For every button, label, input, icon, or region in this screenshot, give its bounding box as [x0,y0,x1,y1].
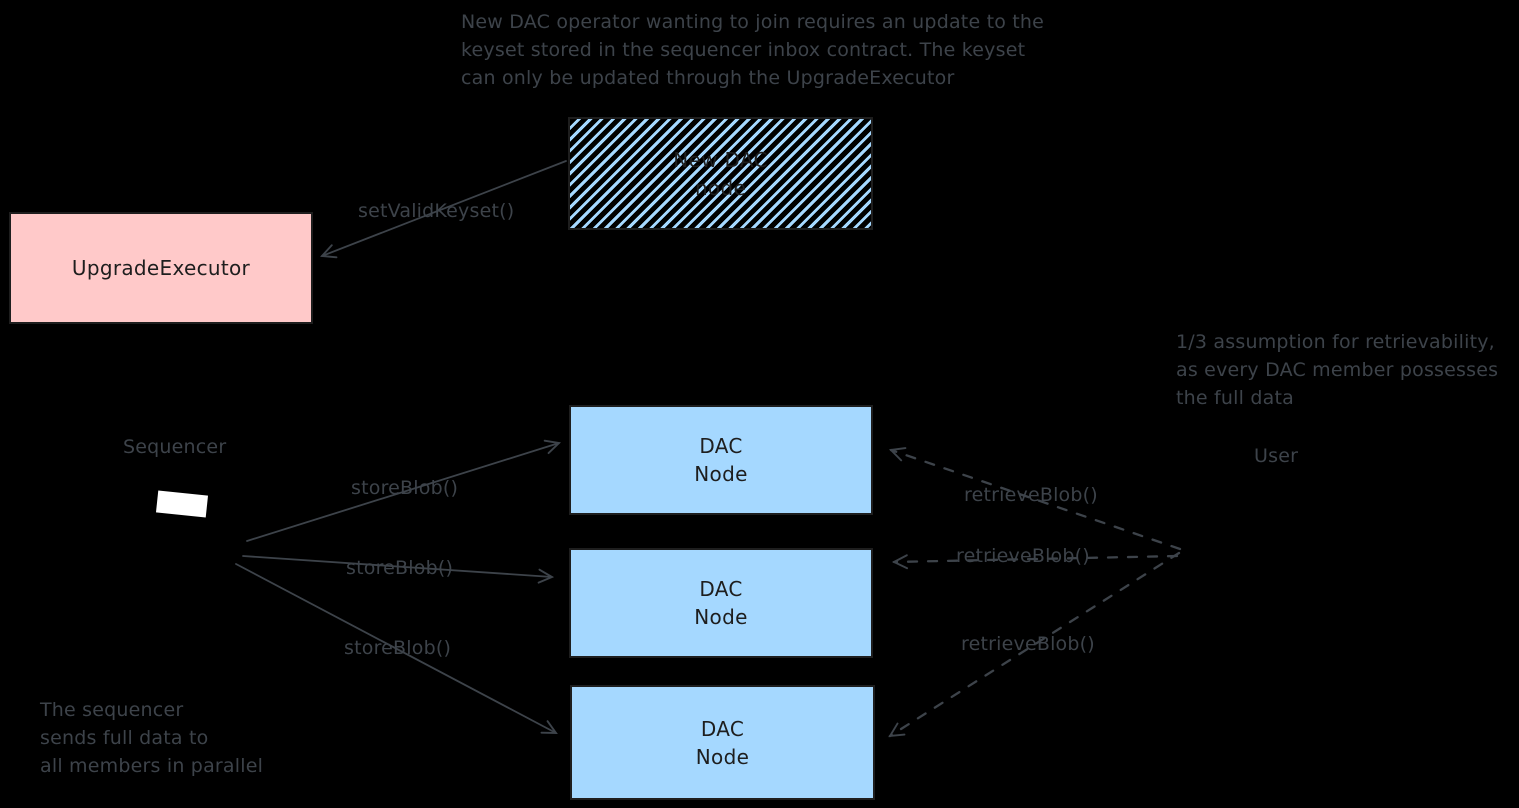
dac-node-box-2: DAC Node [569,548,873,658]
note-keyset-update-line-2: keyset stored in the sequencer inbox con… [461,39,1026,61]
store-blob-edge-label-3: storeBlob() [344,637,452,659]
user-label: User [1254,445,1299,467]
new-dac-node-label-line-1: New DAC [673,147,768,172]
new-dac-node-box: New DAC node [568,117,873,230]
dac-node-3-label-line-1: DAC [700,716,745,741]
set-valid-keyset-edge-label: setValidKeyset() [358,200,515,222]
note-keyset-update-line-1: New DAC operator wanting to join require… [461,11,1045,33]
dac-node-1-label-line-2: Node [694,462,748,486]
note-parallel-send-line-2: sends full data to [40,727,209,749]
retrieve-blob-edge-label-1: retrieveBlob() [964,484,1098,506]
dac-node-box-1: DAC Node [569,405,873,515]
retrieve-blob-edge-label-3: retrieveBlob() [961,633,1095,655]
dac-node-2-label-line-2: Node [694,605,748,629]
note-parallel-send-line-3: all members in parallel [40,755,264,777]
upgrade-executor-box: UpgradeExecutor [9,212,313,324]
note-parallel-send: The sequencer sends full data to all mem… [40,696,263,780]
retrieve-blob-edge-label-2: retrieveBlob() [956,545,1090,567]
new-dac-node-label-line-2: node [694,175,747,200]
note-keyset-update: New DAC operator wanting to join require… [461,8,1044,92]
note-parallel-send-line-1: The sequencer [40,699,184,721]
upgrade-executor-label: UpgradeExecutor [71,256,251,280]
dac-node-2-label-line-1: DAC [699,577,743,601]
note-retrievability-line-2: as every DAC member possesses [1176,359,1499,381]
sequencer-laptop-screen-icon [155,490,209,518]
note-retrievability: 1/3 assumption for retrievability, as ev… [1176,328,1498,412]
store-blob-edge-label-2: storeBlob() [346,557,454,579]
store-blob-edge-label-1: storeBlob() [351,477,459,499]
note-keyset-update-line-3: can only be updated through the UpgradeE… [461,67,955,89]
note-retrievability-line-1: 1/3 assumption for retrievability, [1176,331,1495,353]
dac-node-box-3: DAC Node [570,685,875,800]
dac-node-3-label-line-2: Node [695,744,750,769]
sequencer-label: Sequencer [123,436,227,458]
note-retrievability-line-3: the full data [1176,387,1294,409]
dac-node-1-label-line-1: DAC [699,434,743,458]
